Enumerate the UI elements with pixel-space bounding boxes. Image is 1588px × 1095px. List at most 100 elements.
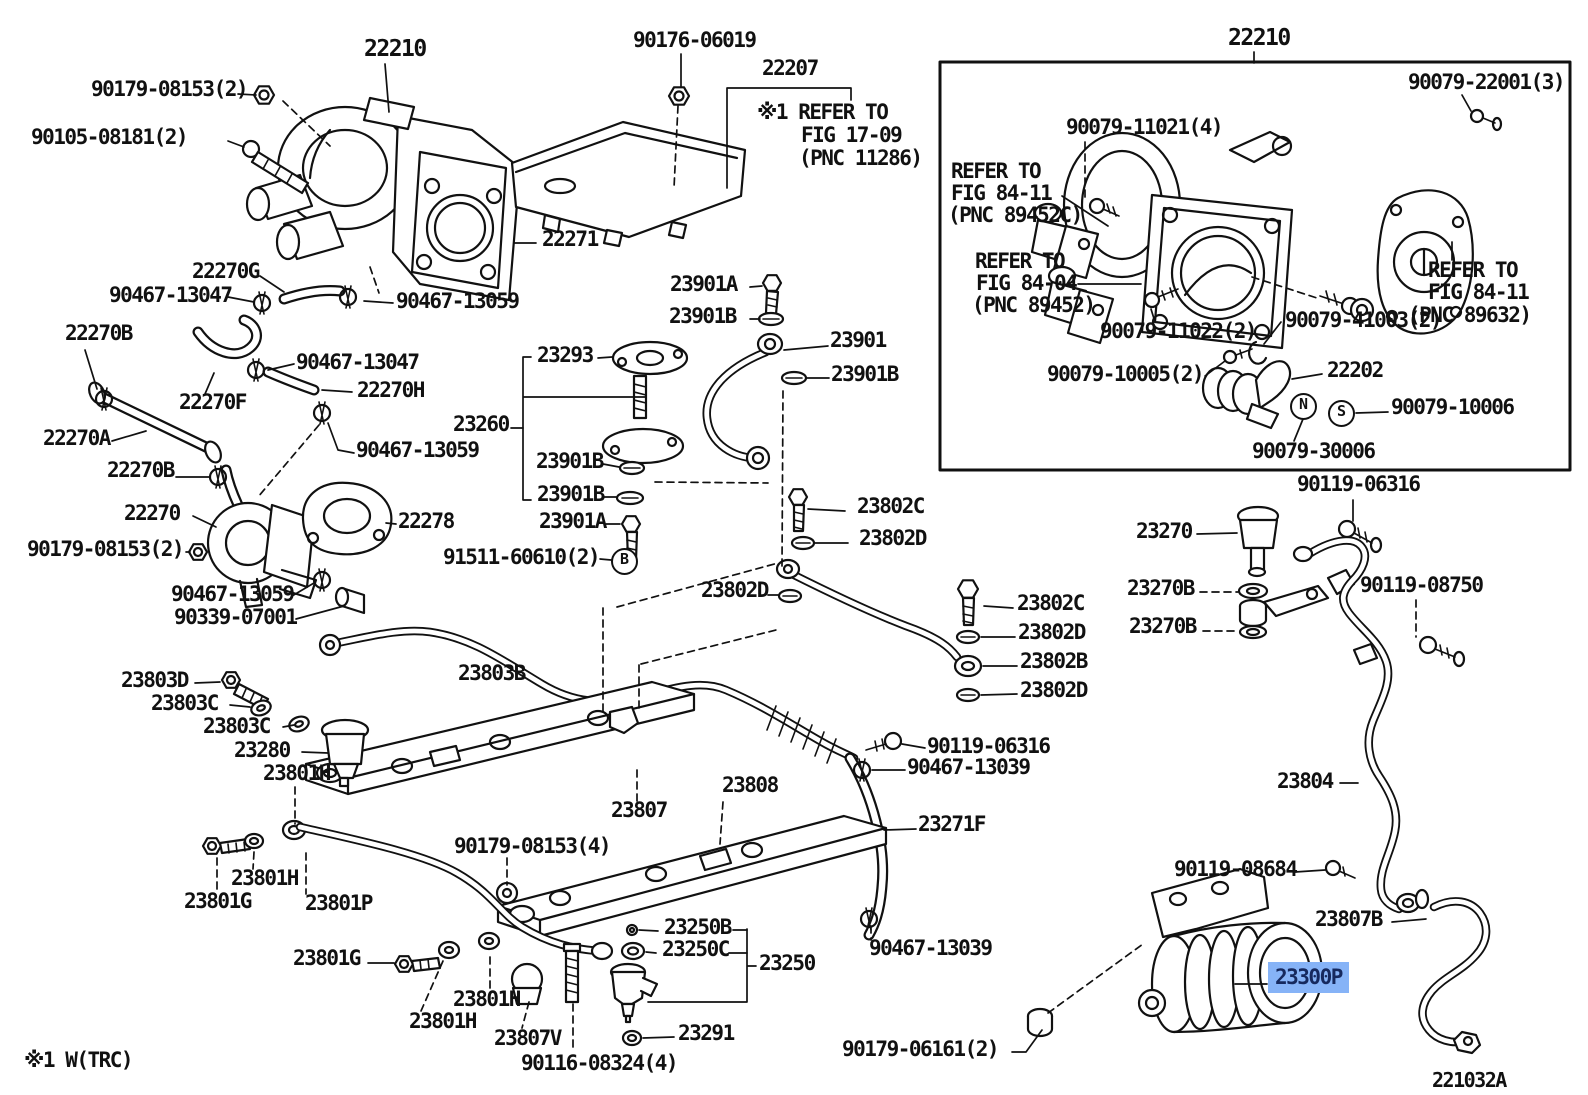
part-label-22278: 22278 xyxy=(398,509,455,533)
part-label-90079-10005: 90079-10005(2) xyxy=(1047,362,1205,386)
diagram-id: 221032A xyxy=(1432,1068,1507,1092)
part-label-90467-13059b: 90467-13059 xyxy=(356,438,480,462)
part-label-23804: 23804 xyxy=(1277,769,1334,793)
pipe-23901-drawing xyxy=(702,274,808,471)
part-label-22271: 22271 xyxy=(542,227,599,251)
part-label-23802C-a: 23802C xyxy=(857,494,925,518)
part-label-22270G: 22270G xyxy=(192,259,260,283)
part-label-23901B-b: 23901B xyxy=(831,362,899,386)
part-label-23802D-a: 23802D xyxy=(859,526,927,550)
part-label-23807: 23807 xyxy=(611,798,668,822)
isc-valve-22202-drawing xyxy=(1201,360,1292,430)
tps-sensor-drawing xyxy=(1376,189,1474,335)
part-label-22270: 22270 xyxy=(124,501,181,525)
part-label-90079-11021: 90079-11021(4) xyxy=(1066,115,1224,139)
part-label-23801P: 23801P xyxy=(305,891,373,915)
part-label-90467-13039b: 90467-13039 xyxy=(869,936,993,960)
part-label-23270B-a: 23270B xyxy=(1127,576,1195,600)
part-label-23250C: 23250C xyxy=(662,937,730,961)
footnote-trc: ※1 W(TRC) xyxy=(24,1048,134,1072)
part-label-23300P: 23300P xyxy=(1268,962,1349,993)
asv-pump-22270-drawing xyxy=(206,501,318,609)
part-label-90467-13047b: 90467-13047 xyxy=(296,350,420,374)
top-fasteners-drawing xyxy=(187,85,691,615)
part-label-90116-08324: 90116-08324(4) xyxy=(521,1051,679,1075)
part-label-23802D-b: 23802D xyxy=(701,578,769,602)
part-label-22210-box: 22210 xyxy=(1228,25,1291,51)
part-label-23801G-b: 23801G xyxy=(293,946,361,970)
box-22210-assembly xyxy=(938,60,1572,472)
part-label-90176-06019: 90176-06019 xyxy=(633,28,757,52)
part-label-ref1-1: ※1 REFER TO xyxy=(757,100,889,124)
part-label-22270A: 22270A xyxy=(43,426,111,450)
part-label-90105-08181: 90105-08181(2) xyxy=(31,125,189,149)
part-label-22207: 22207 xyxy=(762,56,819,80)
part-label-23807B: 23807B xyxy=(1315,907,1383,931)
part-label-circle-S: S xyxy=(1328,400,1355,427)
part-label-ref2-3: (PNC 89452C) xyxy=(948,203,1083,227)
part-label-23293: 23293 xyxy=(537,343,594,367)
part-label-ref4-1: REFER TO xyxy=(1428,258,1519,282)
part-label-23271F: 23271F xyxy=(918,812,986,836)
part-label-23270: 23270 xyxy=(1136,519,1193,543)
part-label-90179-08153-2a: 90179-08153(2) xyxy=(91,77,249,101)
part-label-23801H-d: 23801H xyxy=(409,1009,477,1033)
part-label-90467-13059c: 90467-13059 xyxy=(171,582,295,606)
part-label-23901A-a: 23901A xyxy=(670,272,738,296)
part-label-90179-06161: 90179-06161(2) xyxy=(842,1037,1000,1061)
part-label-23801G-a: 23801G xyxy=(184,889,252,913)
part-label-90467-13047a: 90467-13047 xyxy=(109,283,233,307)
part-label-22210-main: 22210 xyxy=(364,36,427,62)
part-label-23901B-d: 23901B xyxy=(537,482,605,506)
part-label-90079-10006: 90079-10006 xyxy=(1391,395,1515,419)
part-label-23803B: 23803B xyxy=(458,661,526,685)
part-label-90119-06316a: 90119-06316 xyxy=(927,734,1051,758)
part-label-23807V: 23807V xyxy=(494,1026,562,1050)
part-label-ref4-2: FIG 84-11 xyxy=(1428,280,1530,304)
part-label-23280: 23280 xyxy=(234,738,291,762)
part-label-23803C-b: 23803C xyxy=(203,714,271,738)
part-label-23250B: 23250B xyxy=(664,915,732,939)
part-label-23260: 23260 xyxy=(453,412,510,436)
part-label-ref3-1: REFER TO xyxy=(975,249,1066,273)
part-label-23801H-b: 23801H xyxy=(231,866,299,890)
part-label-90119-08750: 90119-08750 xyxy=(1360,573,1484,597)
part-label-90119-08684: 90119-08684 xyxy=(1174,857,1298,881)
part-label-23250: 23250 xyxy=(759,951,816,975)
leader-lines xyxy=(84,51,1472,1053)
part-label-circle-B: B xyxy=(611,548,638,575)
box-bolts-drawing xyxy=(1088,108,1503,365)
part-label-90079-41003: 90079-41003(2) xyxy=(1285,308,1443,332)
part-label-23901B-a: 23901B xyxy=(669,304,737,328)
part-label-ref2-2: FIG 84-11 xyxy=(951,181,1053,205)
part-label-ref1-2: FIG 17-09 xyxy=(801,123,903,147)
damper-23270-drawing xyxy=(1236,505,1356,640)
part-label-23801H-a: 23801H xyxy=(263,761,331,785)
air-cleaner-cap-22271-drawing xyxy=(510,120,747,248)
fuel-filter-23300P-drawing xyxy=(1026,867,1324,1038)
pipe-23804-drawing xyxy=(1292,536,1430,914)
part-label-22270H: 22270H xyxy=(357,378,425,402)
part-label-23802C-b: 23802C xyxy=(1017,591,1085,615)
bolts-rings-left-drawing xyxy=(201,671,614,1006)
pipe-23807B-drawing xyxy=(1418,897,1491,1055)
part-label-23802D-c: 23802D xyxy=(1018,620,1086,644)
part-label-22270B-a: 22270B xyxy=(65,321,133,345)
part-label-ref4-3: (PNC 89632) xyxy=(1408,303,1532,327)
part-label-23901A-b: 23901A xyxy=(539,509,607,533)
part-label-22202: 22202 xyxy=(1327,358,1384,382)
part-label-90119-06316b: 90119-06316 xyxy=(1297,472,1421,496)
part-label-22270B-b: 22270B xyxy=(107,458,175,482)
part-label-90339-07001: 90339-07001 xyxy=(174,605,298,629)
part-label-22270F: 22270F xyxy=(179,390,247,414)
part-label-circle-N: N xyxy=(1290,393,1317,420)
right-bolts-drawing xyxy=(865,519,1466,879)
part-label-90079-30006: 90079-30006 xyxy=(1252,439,1376,463)
part-label-23901B-c: 23901B xyxy=(536,449,604,473)
part-label-23801H-c: 23801H xyxy=(453,987,521,1011)
part-label-90079-11022: 90079-11022(2) xyxy=(1100,319,1258,343)
part-label-ref3-2: FIG 84-04 xyxy=(976,271,1078,295)
part-label-23802D-d: 23802D xyxy=(1020,678,1088,702)
